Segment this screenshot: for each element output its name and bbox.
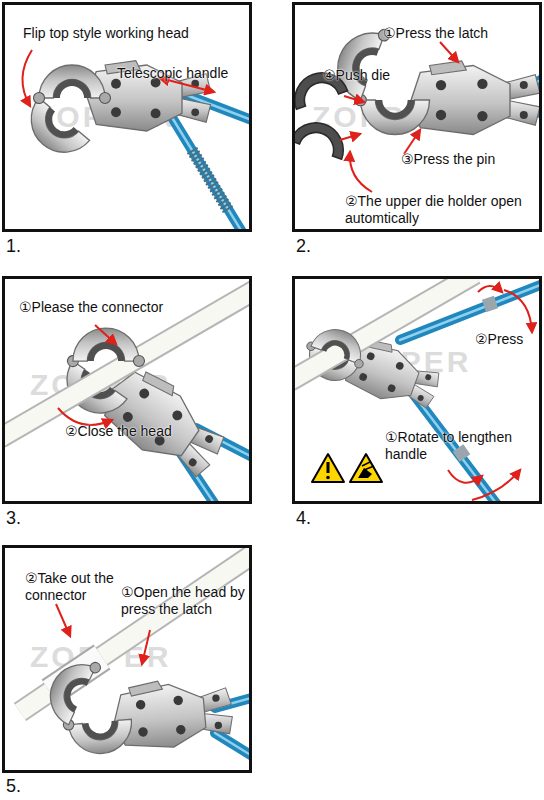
callout-text: ④Push die (323, 67, 390, 84)
tool-drawing-part (22, 50, 32, 106)
tool-drawing-part (340, 134, 360, 140)
panel-5-art (20, 548, 250, 762)
tool-drawing-part (294, 278, 475, 381)
step-number: 1. (6, 236, 21, 257)
tool-drawing-part (350, 454, 382, 482)
tool-drawing-part (63, 714, 134, 757)
tool-drawing-part (4, 286, 250, 438)
tool-drawing-part (458, 448, 465, 458)
tool-drawing-part (478, 286, 502, 292)
tool-drawing-part (310, 322, 372, 369)
tool-drawing-part (472, 470, 520, 500)
callout-text: ③Press the pin (401, 151, 495, 168)
step-number: 5. (6, 776, 21, 797)
tool-drawing-part (112, 675, 235, 752)
step-number: 4. (296, 508, 311, 529)
tool-drawing-part (165, 106, 250, 230)
tool-drawing-part (39, 65, 111, 104)
tool-drawing-part (504, 290, 532, 332)
tool-drawing-part (215, 733, 250, 762)
tool-drawing-part (411, 61, 540, 135)
callout-text: ②The upper die holder open automtically (345, 193, 535, 227)
tool-drawing-part (165, 106, 250, 230)
step-panel: Flip top style working headTelescopic ha… (2, 2, 252, 232)
callout-text: ①Rotate to lengthen handle (385, 429, 535, 463)
callout-text: ②Close the head (65, 423, 172, 440)
panel-3-art (4, 286, 250, 502)
tool-drawing-part (56, 604, 70, 636)
tool-drawing-part (294, 278, 475, 381)
tool-drawing-part (95, 325, 116, 344)
tool-drawing-part (440, 42, 458, 62)
tool-drawing-part (192, 150, 228, 210)
tool-drawing-part (326, 476, 330, 480)
tool-drawing-part (312, 454, 344, 482)
tool-drawing-part (73, 328, 145, 367)
callout-text: ①Please the connector (19, 299, 163, 316)
step-panel: ②Press ①Rotate to lengthen handle (292, 276, 542, 504)
tool-drawing-part (4, 286, 250, 438)
tool-drawing-part (448, 470, 482, 483)
callout-text: ①Open the head by press the latch (121, 584, 249, 618)
callout-text: Telescopic handle (117, 65, 228, 82)
tool-drawing-part (310, 322, 372, 369)
panel-4-art (294, 278, 540, 502)
panel-2-art (294, 18, 540, 192)
panel-1-art (14, 50, 250, 230)
step-panel: ①Please the connector ②Close the head (2, 276, 252, 504)
tool-drawing-part (404, 130, 420, 154)
tool-drawing-part (327, 462, 330, 473)
tool-drawing-part (350, 152, 372, 192)
step-number: 3. (6, 508, 21, 529)
tool-drawing-part (364, 466, 374, 470)
tool-drawing-part (484, 302, 496, 306)
callout-text: ①Press the latch (383, 25, 488, 42)
step-number: 2. (296, 236, 311, 257)
callout-text: ②Press (475, 331, 523, 348)
callout-text: ②Take out the connector (25, 570, 125, 604)
tool-drawing-part (362, 462, 370, 466)
tool-drawing-part (215, 733, 250, 762)
tool-drawing-part (58, 408, 112, 425)
callout-text: Flip top style working head (23, 25, 189, 42)
step-panel: ①Press the latch ④Push die ③Press the pin ②… (292, 2, 542, 232)
step-panel: ②Take out the connector①Open the head by… (2, 545, 252, 773)
